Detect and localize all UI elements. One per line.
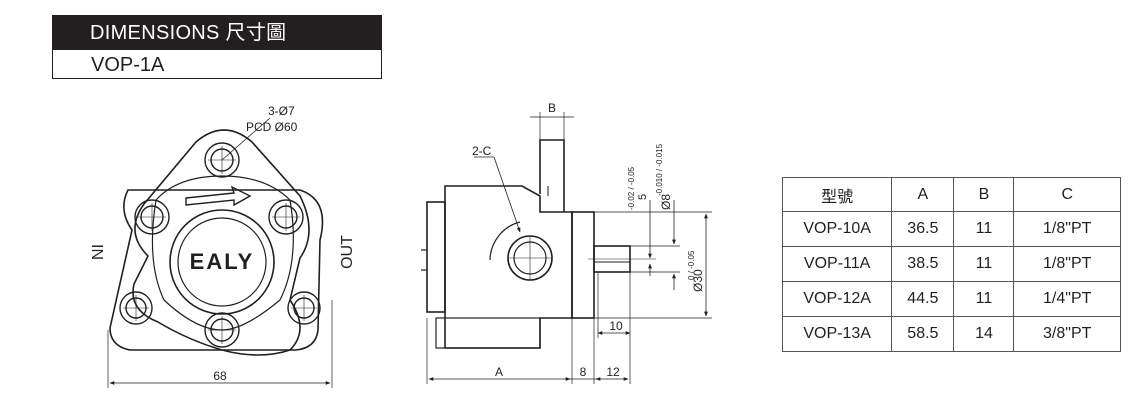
logo-boss-outer [169, 209, 275, 315]
spec-table: 型號 A B C VOP-10A 36.5 11 1/8"PT VOP-11A … [781, 177, 1121, 352]
hole-note: 3-Ø7 [268, 104, 295, 118]
port-arc [489, 221, 521, 261]
side-flange [539, 139, 565, 212]
cell-c: 1/8"PT [1013, 246, 1121, 282]
pcd-note: PCD Ø60 [246, 120, 298, 134]
key-width-label: 5 [637, 194, 649, 200]
dimension-drawing: EALY 3-Ø7 PCD Ø60 68 IN OUT [88, 101, 712, 388]
bolt-centerlines [123, 146, 317, 344]
key-tol-label: -0.02 / -0.05 [627, 166, 636, 210]
hole-leader [221, 117, 271, 161]
cell-b: 11 [953, 246, 1015, 282]
cell-b: 11 [953, 211, 1015, 247]
dimensions-title: DIMENSIONS 尺寸圖 [52, 15, 382, 49]
shaft-tol-label: -0.010 / -0.015 [655, 143, 664, 196]
header-model: 型號 [781, 177, 893, 212]
cell-c: 3/8"PT [1013, 316, 1121, 352]
table-row: VOP-10A 36.5 11 1/8"PT [781, 211, 1121, 247]
cell-model: VOP-10A [781, 211, 893, 247]
logo-boss-inner [177, 217, 267, 307]
cell-c: 1/8"PT [1013, 211, 1121, 247]
pilot-tol-label: 0 / -0.05 [687, 250, 696, 280]
pilot-boss [571, 211, 595, 319]
rear-cover [426, 201, 446, 313]
in-label: IN [88, 244, 105, 260]
dim-8-label: 8 [580, 365, 587, 379]
header-c: C [1013, 177, 1121, 212]
cell-a: 58.5 [891, 316, 955, 352]
out-label: OUT [339, 235, 356, 269]
front-body-outline [109, 189, 324, 351]
cell-b: 14 [953, 316, 1015, 352]
port-label: 2-C [472, 144, 492, 158]
model-name: VOP-1A [52, 49, 382, 79]
cell-model: VOP-12A [781, 281, 893, 317]
pilot-dia-label: Ø30 [691, 269, 705, 292]
logo-text: EALY [190, 249, 255, 274]
cell-a: 38.5 [891, 246, 955, 282]
triangular-flange [132, 129, 310, 356]
inner-housing [151, 175, 294, 331]
table-header-row: 型號 A B C [781, 177, 1121, 212]
cell-model: VOP-13A [781, 316, 893, 352]
front-view [107, 117, 333, 388]
shaft-dia-label: Ø8 [659, 194, 673, 210]
cell-c: 1/4"PT [1013, 281, 1121, 317]
rotation-arrow [185, 185, 252, 207]
header-a: A [891, 177, 955, 212]
cell-model: VOP-11A [781, 246, 893, 282]
b-label: B [548, 101, 556, 115]
bottom-step [435, 317, 541, 349]
table-row: VOP-12A 44.5 11 1/4"PT [781, 281, 1121, 317]
cell-a: 44.5 [891, 281, 955, 317]
width-dimension: 68 [213, 369, 227, 383]
a-label: A [495, 365, 503, 379]
table-row: VOP-13A 58.5 14 3/8"PT [781, 316, 1121, 352]
dim-12-label: 12 [606, 365, 620, 379]
cell-a: 36.5 [891, 211, 955, 247]
table-row: VOP-11A 38.5 11 1/8"PT [781, 246, 1121, 282]
dim-10-label: 10 [609, 319, 623, 333]
side-body [444, 185, 573, 349]
side-view [421, 112, 712, 384]
title-block: DIMENSIONS 尺寸圖 VOP-1A [52, 15, 382, 79]
header-b: B [953, 177, 1015, 212]
cell-b: 11 [953, 281, 1015, 317]
